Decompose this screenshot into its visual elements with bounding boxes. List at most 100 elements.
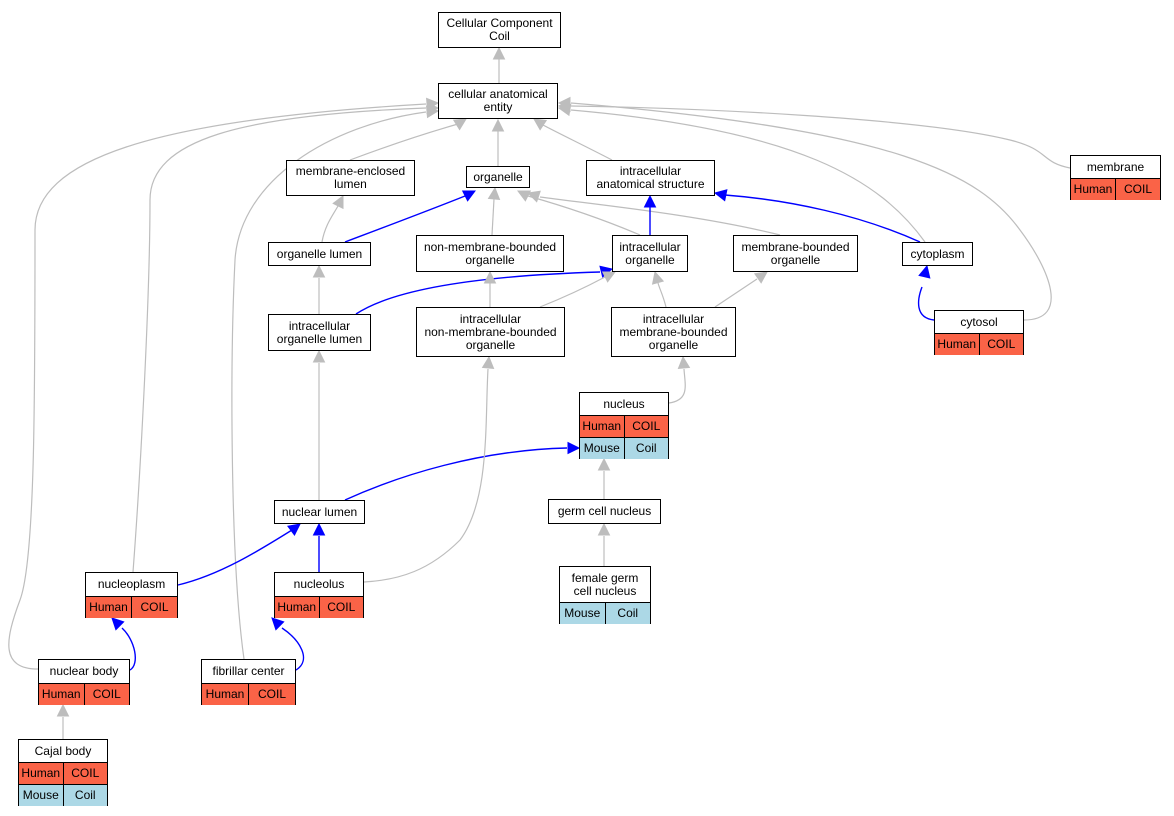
edge-arrowhead: [426, 97, 440, 111]
species-cell-human: Human: [580, 416, 624, 437]
edge-is-a: [527, 195, 641, 236]
node-label: cytoplasm: [910, 246, 965, 261]
node-label: intracellular anatomical structure: [596, 164, 705, 191]
edge-arrowhead: [526, 190, 541, 203]
node-nuclear-lumen[interactable]: nuclear lumen: [274, 500, 365, 524]
edge-arrowhead: [481, 355, 495, 369]
annotation-row: Human COIL: [39, 683, 129, 705]
species-cell-human: Human: [275, 597, 319, 618]
edge-arrowhead: [487, 186, 501, 201]
node-label: organelle lumen: [276, 246, 363, 261]
edge-is-a: [542, 124, 613, 161]
node-cellular-component-coil[interactable]: Cellular Component Coil: [438, 12, 561, 48]
node-label: nucleolus: [293, 577, 345, 591]
edge-arrowhead: [287, 523, 301, 536]
edge-part-of: [355, 271, 601, 315]
annotation-row: Human COIL: [86, 596, 177, 618]
node-non-membrane-bounded-organelle[interactable]: non-membrane-bounded organelle: [416, 235, 564, 272]
node-cytosol[interactable]: cytosol Human COIL: [934, 310, 1024, 355]
node-label: membrane-enclosed lumen: [295, 164, 406, 191]
edge-arrowhead: [713, 189, 728, 202]
node-label: intracellular organelle lumen: [276, 318, 363, 346]
species-cell-human: Human: [202, 684, 248, 705]
gene-cell-human: COIL: [623, 416, 668, 437]
edge-arrowhead: [492, 46, 506, 60]
species-cell-human: Human: [86, 597, 131, 618]
node-label: nucleoplasm: [97, 577, 166, 591]
node-membrane[interactable]: membrane Human COIL: [1070, 155, 1161, 200]
edge-arrowhead: [567, 441, 581, 455]
node-membrane-bounded-organelle[interactable]: membrane-bounded organelle: [733, 235, 858, 272]
species-cell-human: Human: [19, 763, 63, 784]
node-female-germ-cell-nucleus[interactable]: female germ cell nucleus Mouse Coil: [559, 566, 651, 624]
edge-is-a: [570, 109, 926, 243]
node-intracellular-organelle[interactable]: intracellular organelle: [612, 235, 688, 272]
node-organelle[interactable]: organelle: [466, 166, 530, 188]
edge-arrowhead: [601, 271, 617, 283]
edge-is-a: [349, 123, 459, 161]
species-cell-human: Human: [39, 684, 84, 705]
edge-part-of: [177, 529, 293, 586]
edge-arrowhead: [677, 355, 691, 369]
edge-arrowhead: [643, 194, 657, 208]
node-intracellular-anatomical-structure[interactable]: intracellular anatomical structure: [586, 160, 715, 196]
gene-cell-mouse: Coil: [623, 438, 668, 459]
node-nuclear-body[interactable]: nuclear body Human COIL: [38, 659, 130, 705]
edge-is-a: [668, 368, 686, 404]
node-label: non-membrane-bounded organelle: [423, 239, 557, 267]
species-cell-human: Human: [1071, 179, 1115, 200]
node-label: cytosol: [960, 314, 998, 329]
node-germ-cell-nucleus[interactable]: germ cell nucleus: [548, 499, 661, 524]
annotation-row: Mouse Coil: [19, 784, 107, 806]
node-organelle-lumen[interactable]: organelle lumen: [268, 242, 371, 266]
node-nucleus[interactable]: nucleus Human COIL Mouse Coil: [579, 392, 669, 459]
edge-arrowhead: [312, 349, 326, 363]
annotation-row: Human COIL: [935, 333, 1023, 355]
species-cell-human: Human: [935, 334, 979, 355]
edge-is-a: [570, 105, 1071, 169]
edge-is-a: [657, 282, 667, 308]
node-nucleolus[interactable]: nucleolus Human COIL: [274, 572, 364, 618]
node-intracellular-non-membrane-bounded-organelle[interactable]: intracellular non-membrane-bounded organ…: [416, 307, 565, 357]
edge-is-a: [539, 196, 781, 236]
node-nucleoplasm[interactable]: nucleoplasm Human COIL: [85, 572, 178, 618]
edge-is-a: [363, 368, 489, 583]
edge-is-a: [714, 278, 758, 308]
node-label: intracellular membrane-bounded organelle: [619, 311, 728, 352]
node-label: intracellular organelle: [619, 239, 681, 267]
node-intracellular-organelle-lumen[interactable]: intracellular organelle lumen: [268, 314, 371, 351]
node-label: nucleus: [603, 396, 645, 411]
edge-arrowhead: [557, 96, 571, 110]
edge-arrowhead: [271, 617, 285, 631]
node-cellular-anatomical-entity[interactable]: cellular anatomical entity: [438, 83, 558, 119]
edge-arrowhead: [516, 190, 532, 202]
edge-is-a: [321, 205, 339, 243]
node-label: nuclear lumen: [281, 504, 358, 519]
edge-is-a: [570, 102, 1052, 321]
gene-cell-mouse: Coil: [604, 603, 650, 624]
edge-arrowhead: [56, 703, 70, 717]
node-fibrillar-center[interactable]: fibrillar center Human COIL: [201, 659, 296, 705]
edge-part-of: [344, 447, 568, 501]
annotation-row: Mouse Coil: [580, 437, 668, 459]
node-membrane-enclosed-lumen[interactable]: membrane-enclosed lumen: [286, 160, 415, 196]
node-cytoplasm[interactable]: cytoplasm: [902, 242, 973, 266]
edge-is-a: [491, 198, 495, 236]
edge-arrowhead: [332, 194, 344, 210]
node-label: organelle: [473, 169, 523, 184]
gene-cell-human: COIL: [248, 684, 295, 705]
annotation-row: Human COIL: [275, 596, 363, 618]
species-cell-mouse: Mouse: [580, 438, 624, 459]
annotation-row: Human COIL: [202, 683, 295, 705]
edge-arrowhead: [753, 271, 768, 284]
edge-arrowhead: [111, 617, 125, 631]
node-intracellular-membrane-bounded-organelle[interactable]: intracellular membrane-bounded organelle: [611, 307, 736, 357]
annotation-row: Mouse Coil: [560, 602, 650, 624]
edge-part-of: [724, 194, 921, 243]
edge-arrowhead: [651, 270, 665, 285]
edge-part-of: [917, 286, 935, 321]
node-label: membrane-bounded organelle: [741, 239, 850, 267]
node-label: nuclear body: [49, 664, 119, 678]
node-cajal-body[interactable]: Cajal body Human COIL Mouse Coil: [18, 739, 108, 806]
